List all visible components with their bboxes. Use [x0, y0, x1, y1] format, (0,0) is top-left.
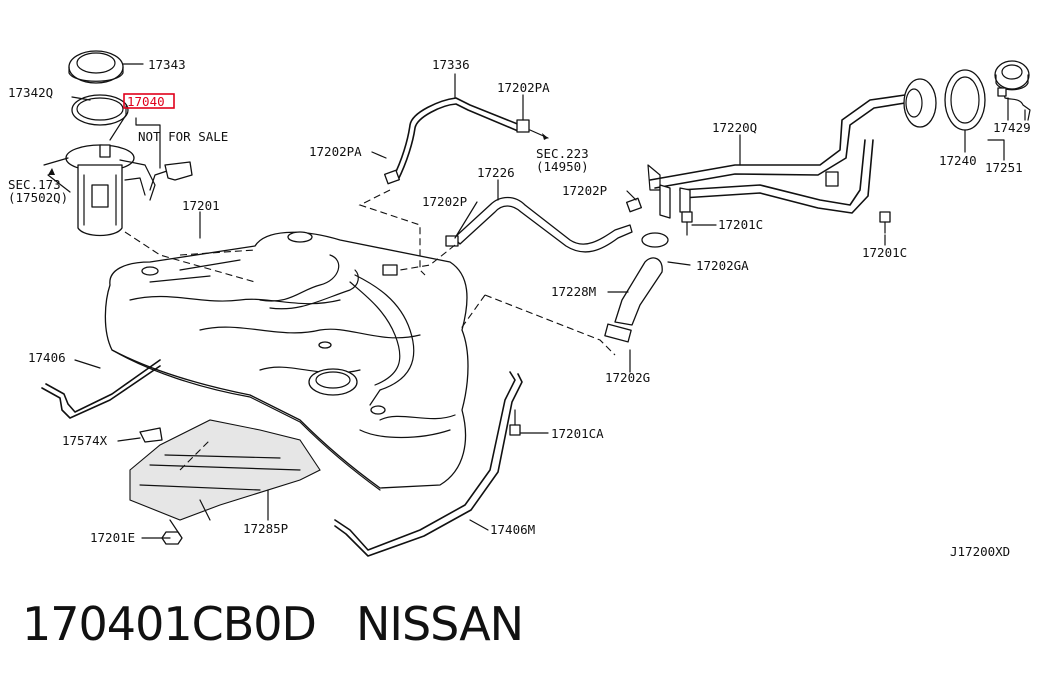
label-17342q: 17342Q: [8, 85, 53, 100]
hose-17228m: [604, 232, 669, 343]
filler-tube-17220q: [647, 94, 906, 219]
label-17226: 17226: [477, 165, 515, 180]
label-17343: 17343: [148, 57, 186, 72]
label-17201: 17201: [182, 198, 220, 213]
label-17220q: 17220Q: [712, 120, 757, 135]
label-17202p-a: 17202P: [562, 183, 607, 198]
label-not-for-sale: NOT FOR SALE: [138, 129, 228, 144]
label-sec173-ref: (17502Q): [8, 190, 68, 205]
diagram-code: J17200XD: [950, 544, 1010, 559]
leader-lines: [124, 189, 616, 471]
label-17201c-b: 17201C: [862, 245, 907, 260]
label-sec223-ref: (14950): [536, 159, 589, 174]
label-leaders: [47, 63, 1026, 539]
label-17429: 17429: [993, 120, 1031, 135]
part-number: 170401CB0D: [22, 597, 317, 651]
label-17228m: 17228M: [551, 284, 596, 299]
label-17285p: 17285P: [243, 521, 288, 536]
label-17406: 17406: [28, 350, 66, 365]
tank-straps: [41, 359, 523, 557]
label-17251: 17251: [985, 160, 1023, 175]
label-17406m: 17406M: [490, 522, 535, 537]
label-sec223: SEC.223: [536, 146, 589, 161]
label-17202pa-b: 17202PA: [309, 144, 362, 159]
filler-cap-assembly: [903, 60, 1031, 131]
fuel-pump-module: [43, 50, 193, 237]
label-17202g: 17202G: [605, 370, 650, 385]
label-17201c-a: 17201C: [718, 217, 763, 232]
part-highlight-box: [123, 93, 175, 109]
label-17040: 17040: [127, 94, 165, 109]
label-17201ca: 17201CA: [551, 426, 604, 441]
label-17240: 17240: [939, 153, 977, 168]
label-17201e: 17201E: [90, 530, 135, 545]
brand-name: NISSAN: [355, 597, 524, 651]
vent-tube-17336: [384, 97, 549, 185]
part-caption: 170401CB0D NISSAN: [22, 597, 563, 651]
label-17202pa-a: 17202PA: [497, 80, 550, 95]
hose-17226: [445, 196, 642, 253]
label-17336: 17336: [432, 57, 470, 72]
label-17574x: 17574X: [62, 433, 108, 448]
label-17202ga: 17202GA: [696, 258, 749, 273]
heat-shield-17285p: [129, 419, 321, 536]
label-17202p-b: 17202P: [422, 194, 467, 209]
fuel-tank: [104, 231, 469, 491]
label-sec173: SEC.173: [8, 177, 61, 192]
